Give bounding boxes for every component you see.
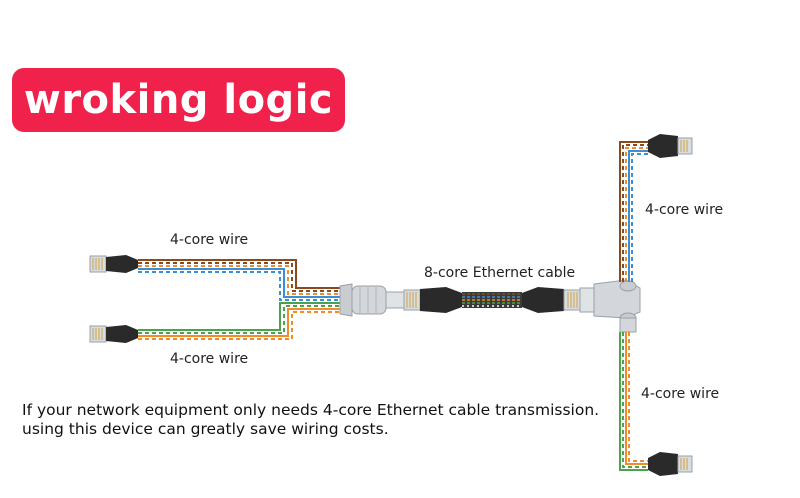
splitter-plug-left (339, 283, 405, 317)
title-badge: wroking logic (12, 68, 345, 132)
right-bottom-rj45-plug (648, 452, 693, 476)
center-cable-stripped-section (462, 292, 522, 308)
center-cable-rj45-right (522, 287, 581, 313)
center-cable-rj45-left (403, 287, 462, 313)
right-bottom-wire-bundle (619, 332, 648, 471)
caption-line-1: If your network equipment only needs 4-c… (22, 401, 600, 419)
left-bottom-wire-bundle (138, 302, 340, 340)
left-top-wire-label: 4-core wire (170, 232, 249, 248)
caption: If your network equipment only needs 4-c… (22, 401, 599, 439)
left-bottom-rj45-plug (89, 325, 138, 343)
right-top-wire-label: 4-core wire (645, 202, 724, 218)
right-bottom-wire-label: 4-core wire (641, 386, 720, 402)
right-top-rj45-plug (648, 134, 693, 158)
caption-line-2: using this device can greatly save wirin… (22, 420, 389, 438)
center-cable-label: 8-core Ethernet cable (424, 265, 576, 281)
right-top-wire-bundle (619, 141, 648, 282)
left-top-wire-bundle (138, 259, 340, 301)
left-bottom-wire-label: 4-core wire (170, 351, 249, 367)
t-splitter (579, 279, 641, 333)
left-top-rj45-plug (89, 255, 138, 273)
